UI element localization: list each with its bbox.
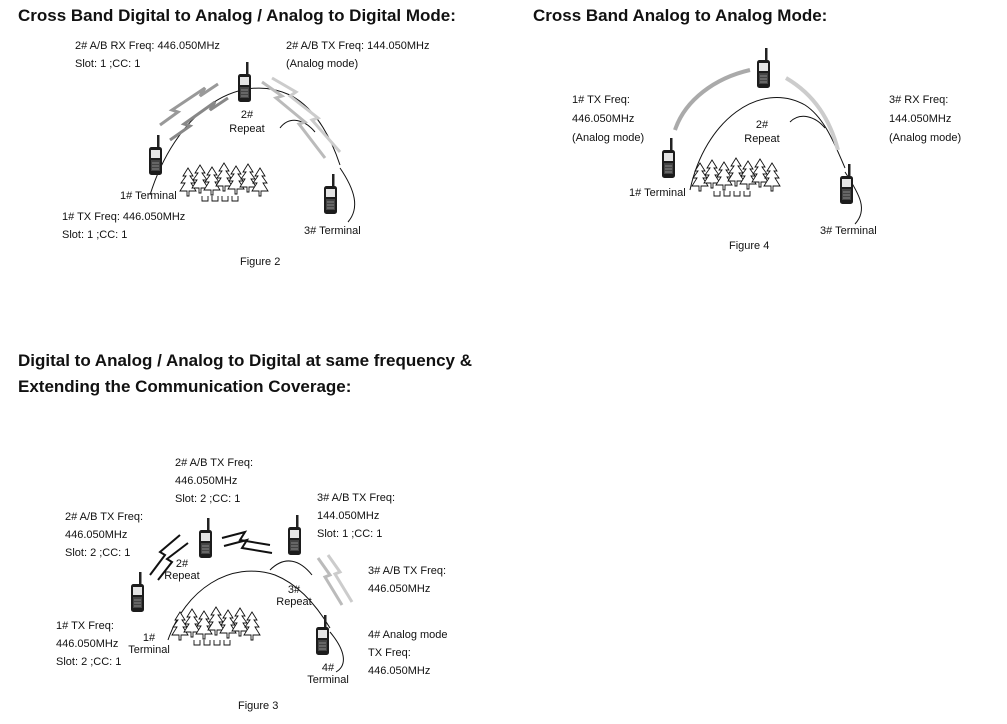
fig4-t3-freq-label: 3# RX Freq: [889, 94, 949, 106]
fig3-t4-mode: 4# Analog mode [368, 629, 448, 641]
fig3-r2-top-freq: 446.050MHz [175, 475, 238, 487]
fig2-repeat-id: 2# [240, 109, 254, 121]
fig3-t4-freq: 446.050MHz [368, 665, 431, 677]
fig2-terminal3-label: 3# Terminal [304, 225, 361, 237]
fig2-terminal1-info: 1# TX Freq: 446.050MHz Slot: 1 ;CC: 1 [62, 208, 185, 244]
fig3-r3-right-freq: 446.050MHz [368, 583, 431, 595]
fig4-drawing [661, 47, 863, 225]
fig3-t4-freq-label: TX Freq: [368, 647, 411, 659]
fig4-t1-mode: (Analog mode) [572, 132, 645, 144]
fig3-r3-top-freq: 144.050MHz [317, 510, 380, 522]
fig3-caption: Figure 3 [238, 700, 279, 712]
fig3-terminal1-info: 1# TX Freq: 446.050MHz Slot: 2 ;CC: 1 [56, 617, 121, 671]
fig3-repeater3-top-info: 3# A/B TX Freq: 144.050MHz Slot: 1 ;CC: … [317, 489, 395, 543]
fig3-drawing [130, 514, 354, 673]
fig3-terminal1-label: 1# Terminal [124, 632, 174, 656]
fig2-tx-mode: (Analog mode) [286, 58, 359, 70]
fig2-rx-slot: Slot: 1 ;CC: 1 [75, 58, 141, 70]
fig4-repeat-id: 2# [755, 119, 769, 131]
fig3-t1-freq: 446.050MHz [56, 638, 119, 650]
fig2-drawing [148, 61, 356, 223]
fig3-r2-top-slot: Slot: 2 ;CC: 1 [175, 493, 241, 505]
fig3-repeat2-label: 2# Repeat [162, 558, 202, 582]
fig3-terminal4-info: 4# Analog mode TX Freq: 446.050MHz [368, 626, 448, 680]
fig2-terminal1-label: 1# Terminal [120, 190, 177, 202]
fig3-t1-id: 1# [142, 632, 156, 644]
fig3-t1-slot: Slot: 2 ;CC: 1 [56, 656, 122, 668]
fig3-repeat3-label: 3# Repeat [274, 584, 314, 608]
fig3-repeater2-left-info: 2# A/B TX Freq: 446.050MHz Slot: 2 ;CC: … [65, 508, 143, 562]
fig4-caption: Figure 4 [729, 240, 770, 252]
fig2-repeat-label: 2# Repeat [225, 108, 269, 136]
fig3-terminal4-label: 4# Terminal [303, 662, 353, 686]
fig3-r2-left-freq-label: 2# A/B TX Freq: [65, 511, 144, 523]
fig3-t4-id: 4# [321, 662, 335, 674]
fig2-t1-slot: Slot: 1 ;CC: 1 [62, 229, 128, 241]
fig3-r2-left-slot: Slot: 2 ;CC: 1 [65, 547, 131, 559]
fig3-title-line2: Extending the Communication Coverage: [18, 377, 352, 396]
fig4-terminal3-label: 3# Terminal [820, 225, 877, 237]
fig2-repeater-rx-info: 2# A/B RX Freq: 446.050MHz Slot: 1 ;CC: … [75, 37, 220, 73]
fig4-repeat-label: 2# Repeat [740, 118, 784, 146]
fig3-repeat2-text: Repeat [164, 570, 200, 582]
fig2-title: Cross Band Digital to Analog / Analog to… [18, 6, 456, 25]
fig3-r3-right-freq-label: 3# A/B TX Freq: [368, 565, 447, 577]
fig3-repeater3-right-info: 3# A/B TX Freq: 446.050MHz [368, 562, 446, 598]
fig3-repeat3-text: Repeat [276, 596, 312, 608]
fig2-repeater-tx-info: 2# A/B TX Freq: 144.050MHz (Analog mode) [286, 37, 429, 73]
fig4-terminal1-label: 1# Terminal [629, 187, 686, 199]
fig3-t1-freq-label: 1# TX Freq: [56, 620, 114, 632]
fig3-r2-top-freq-label: 2# A/B TX Freq: [175, 457, 254, 469]
fig4-t1-freq-label: 1# TX Freq: [572, 94, 630, 106]
fig3-t4-text: Terminal [307, 674, 349, 686]
fig3-title: Digital to Analog / Analog to Digital at… [18, 348, 472, 400]
fig2-rx-freq: 2# A/B RX Freq: 446.050MHz [75, 40, 220, 52]
fig3-repeater2-top-info: 2# A/B TX Freq: 446.050MHz Slot: 2 ;CC: … [175, 454, 253, 508]
fig3-r3-top-slot: Slot: 1 ;CC: 1 [317, 528, 383, 540]
fig3-title-line1: Digital to Analog / Analog to Digital at… [18, 351, 473, 370]
fig4-t3-freq: 144.050MHz [889, 113, 952, 125]
fig4-t1-freq: 446.050MHz [572, 113, 635, 125]
fig3-repeat3-id: 3# [287, 584, 301, 596]
fig3-r3-top-freq-label: 3# A/B TX Freq: [317, 492, 396, 504]
fig2-repeat-text: Repeat [229, 123, 265, 135]
fig4-title: Cross Band Analog to Analog Mode: [533, 6, 828, 25]
fig3-repeat2-id: 2# [175, 558, 189, 570]
fig2-tx-freq: 2# A/B TX Freq: 144.050MHz [286, 40, 430, 52]
fig4-terminal1-info: 1# TX Freq: 446.050MHz (Analog mode) [572, 91, 644, 148]
fig3-t1-text: Terminal [128, 644, 170, 656]
fig4-repeat-text: Repeat [744, 133, 780, 145]
fig4-t3-mode: (Analog mode) [889, 132, 962, 144]
fig2-caption: Figure 2 [240, 256, 281, 268]
fig3-r2-left-freq: 446.050MHz [65, 529, 128, 541]
fig2-t1-freq: 1# TX Freq: 446.050MHz [62, 211, 186, 223]
fig4-terminal3-info: 3# RX Freq: 144.050MHz (Analog mode) [889, 91, 961, 148]
